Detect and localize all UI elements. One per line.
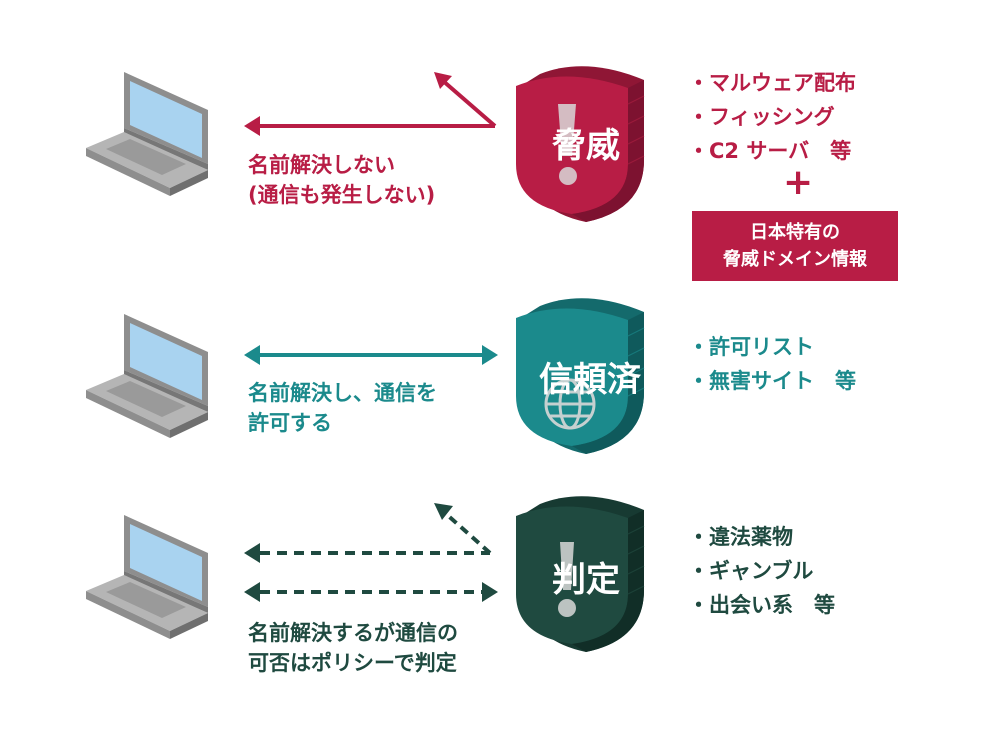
judge-shield-label: 判定 [552,560,620,600]
threat-shield-label: 脅威 [552,126,620,166]
plus-sign: + [783,162,814,203]
allowed-arrow [244,345,498,365]
trusted-shield-label: 信頼済 [539,360,641,400]
judge-caption-line-2: 可否はポリシーで判定 [248,651,457,675]
list-item: ・無害サイト 等 [688,369,856,393]
list-item: ・許可リスト [688,335,814,359]
badge-line-2: 脅威ドメイン情報 [723,249,867,270]
trusted-caption-line-1: 名前解決し、通信を [248,381,437,405]
list-item: ・ギャンブル [688,559,814,583]
threat-caption-line-2: (通信も発生しない) [248,183,436,207]
list-item: ・出会い系 等 [688,593,835,617]
blocked-arrow [244,72,497,136]
badge-line-1: 日本特有の [750,222,840,243]
judge-category-list: ・違法薬物 ・ギャンブル ・出会い系 等 [688,520,835,622]
laptop-icon-bottom [86,515,208,639]
judge-caption-line-1: 名前解決するが通信の [248,621,458,645]
list-item: ・違法薬物 [688,525,793,549]
list-item: ・フィッシング [688,105,835,129]
laptop-icon-top [86,72,208,196]
japan-threat-intel-badge: 日本特有の 脅威ドメイン情報 [692,211,898,281]
judge-caption: 名前解決するが通信の 可否はポリシーで判定 [248,618,458,678]
trusted-category-list: ・許可リスト ・無害サイト 等 [688,330,856,398]
list-item: ・C2 サーバ 等 [688,139,852,163]
threat-caption-line-1: 名前解決しない [248,153,395,177]
trusted-caption-line-2: 許可する [248,411,332,435]
threat-shield-icon [516,66,645,223]
trusted-shield-icon [516,298,645,454]
policy-arrows [244,503,498,602]
threat-category-list: ・マルウェア配布 ・フィッシング ・C2 サーバ 等 [688,66,856,168]
laptop-icon-middle [86,314,208,438]
judge-shield-icon [516,496,645,652]
threat-caption: 名前解決しない (通信も発生しない) [248,150,435,210]
trusted-caption: 名前解決し、通信を 許可する [248,378,437,438]
list-item: ・マルウェア配布 [688,71,856,95]
